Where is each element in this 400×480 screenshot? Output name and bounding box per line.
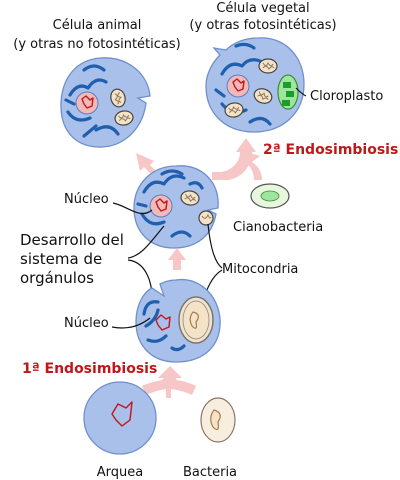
second-endosymbiosis-label: 2ª Endosimbiosis: [263, 142, 398, 158]
plant-cell-title: Célula vegetal: [216, 1, 309, 16]
lower-cell-dna: [155, 314, 171, 331]
plant-cell: [205, 37, 305, 133]
plant-cell-chloroplast: [277, 74, 299, 110]
organelle-leader-upper: [127, 225, 165, 259]
animal-cell-subtitle: (y otras no fotosintéticas): [13, 37, 180, 52]
nucleus-lower-label: Núcleo: [64, 316, 109, 331]
cyanobacteria-label: Cianobacteria: [233, 220, 323, 235]
first-endosymbiosis-label: 1ª Endosimbiosis: [22, 361, 157, 377]
plant-cell-subtitle: (y otras fotosintéticas): [189, 18, 336, 33]
arrow-to-plant-cell: [212, 138, 256, 180]
plant-cell-dna: [232, 78, 245, 92]
lower-cell-engulfed-bacterium: [178, 296, 214, 344]
mitochondria-label: Mitocondria: [222, 262, 298, 277]
chloroplast-leader: [295, 87, 307, 97]
middle-cell-mitochondrion-crista: [201, 213, 212, 219]
plant-cell-nucleus: [226, 74, 250, 98]
archaea: [83, 381, 157, 455]
middle-cell-endomembrane: [136, 169, 204, 238]
animal-cell-dna: [81, 95, 94, 109]
plant-cell-mitochondrion: [258, 58, 278, 74]
bacteria: [200, 397, 236, 443]
nucleus-upper-leader: [112, 202, 153, 215]
nucleus-upper-label: Núcleo: [64, 192, 109, 207]
animal-cell-endomembrane: [64, 64, 120, 138]
animal-cell-nucleus: [75, 91, 99, 115]
organelle-development-line1: Desarrollo del: [20, 231, 124, 249]
organelle-development-line3: orgánulos: [20, 269, 94, 287]
middle-cell-nucleus: [149, 194, 173, 218]
bacteria-label: Bacteria: [183, 465, 237, 480]
organelle-development-line2: sistema de: [20, 250, 102, 268]
nucleus-lower-leader: [111, 317, 151, 329]
animal-cell-title: Célula animal: [53, 18, 142, 33]
lower-cell: [135, 278, 221, 363]
archaea-label: Arquea: [97, 465, 143, 480]
arrow-from-cyanobacteria: [240, 152, 262, 180]
middle-cell-dna: [155, 198, 168, 212]
middle-cell: [133, 165, 219, 249]
middle-cell-membrane: [133, 165, 219, 249]
animal-cell: [60, 57, 151, 148]
arrow-first-endosymbiosis: [142, 366, 196, 398]
chloroplast-label: Cloroplasto: [310, 89, 383, 104]
mitochondria-leader-upper: [207, 223, 223, 269]
arrow-to-middle-cell: [168, 248, 186, 270]
cyanobacteria: [250, 183, 290, 209]
lower-cell-endomembrane: [142, 300, 186, 352]
